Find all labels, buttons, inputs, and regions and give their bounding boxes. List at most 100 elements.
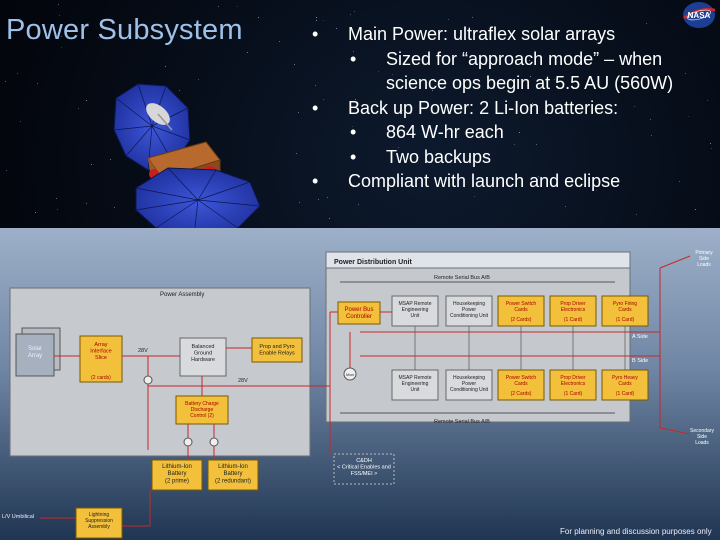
star [565, 206, 566, 207]
star [352, 126, 353, 127]
housekeeping-top-box [445, 295, 493, 327]
diagram-text-line: Battery [167, 471, 186, 477]
monitor-label: Mon [346, 372, 354, 377]
star [646, 23, 647, 24]
star [468, 30, 469, 31]
star [710, 143, 711, 144]
star [298, 112, 299, 113]
star [596, 38, 597, 39]
diagram-text-line: (2 prime) [165, 478, 189, 484]
diagram-text-line: Prop Driver [560, 375, 586, 381]
diagram-text-line: Lithium-Ion [218, 464, 248, 470]
diagram-text-line: Engineering [402, 381, 429, 387]
diagram-text-line: MSAP Remote [399, 375, 432, 381]
diagram-text-line: (1 Card) [616, 317, 635, 323]
star [596, 40, 597, 41]
star [58, 4, 59, 5]
star [634, 106, 635, 107]
star [695, 209, 696, 210]
diagram-text-line: Loads [697, 262, 711, 268]
diagram-text-line: Electronics [561, 307, 586, 313]
serial-bus-bottom-label: Remote Serial Bus A/B [434, 419, 490, 425]
diagram-text-line: Array [94, 342, 107, 348]
diagram-text-line: Cards [618, 307, 632, 313]
star [378, 71, 379, 72]
slide-title: Power Subsystem [6, 14, 243, 46]
voltage-label-28v: 28V [238, 378, 248, 384]
star [392, 74, 393, 75]
diagram-text-line: Hardware [191, 357, 215, 363]
power-assembly-title: Power Assembly [160, 292, 204, 298]
star [448, 19, 449, 20]
bullet-item: •Main Power: ultraflex solar arrays [312, 22, 712, 47]
diagram-text-line: Balanced [192, 344, 215, 350]
star [318, 199, 319, 200]
star [529, 60, 530, 61]
diagram-text-line: Pyro Firing [613, 301, 637, 307]
cdh-box [333, 453, 395, 485]
bullet-glyph: • [350, 48, 357, 69]
diagram-text-line: Primary [695, 250, 713, 256]
diagram-text-line: Electronics [561, 381, 586, 387]
star [296, 153, 297, 154]
star [432, 90, 433, 91]
star [688, 116, 689, 117]
star [6, 170, 7, 171]
star [329, 218, 330, 219]
power-switch-bottom-box [497, 369, 545, 401]
star [530, 76, 531, 77]
diagram-text-line: Loads [695, 440, 709, 446]
diagram-text-line: Power Switch [506, 301, 537, 307]
diagram-text-line: Battery Charge [185, 401, 219, 407]
star [536, 144, 537, 145]
a-side-label: A Side [632, 334, 648, 340]
diagram-text-line: Array [28, 353, 42, 359]
diagram-text-line: Assembly [88, 524, 110, 530]
diagram-text-line: MSAP Remote [399, 301, 432, 307]
housekeeping-bottom-box [445, 369, 493, 401]
lv-umbilical-label: L/V Umbilical [2, 514, 34, 520]
diagram-text-line: Cards [514, 381, 528, 387]
diagram-text-line: FSS/MEI > [351, 471, 378, 477]
star [358, 204, 359, 205]
sub-bullet-item: •864 W-hr each [312, 120, 712, 145]
msap-top-box [391, 295, 439, 327]
sub-bullet-text: Two backups [386, 146, 492, 167]
diagram-text-line: (2 cards) [91, 375, 111, 381]
diagram-text-line: Housekeeping [453, 301, 485, 307]
msap-bottom-box [391, 369, 439, 401]
pdu-title: Power Distribution Unit [334, 259, 412, 266]
star [323, 20, 324, 21]
star [354, 11, 355, 12]
bullet-glyph: • [350, 146, 357, 167]
diagram-text-line: Suppression [85, 518, 113, 524]
star [315, 85, 316, 86]
power-bus-controller-box [337, 301, 381, 325]
star [679, 181, 680, 182]
star [482, 63, 483, 64]
power-block-diagram: Power Distribution Unit Remote Serial Bu… [0, 228, 720, 540]
star [596, 190, 597, 191]
star [247, 52, 248, 53]
power-switch-bottom-count: (2 Cards) [511, 391, 532, 397]
sub-bullet-item: •Sized for “approach mode” – when scienc… [312, 47, 712, 96]
diagram-text-line: Cards [514, 307, 528, 313]
star [474, 196, 475, 197]
star [110, 159, 111, 160]
star [519, 132, 520, 133]
